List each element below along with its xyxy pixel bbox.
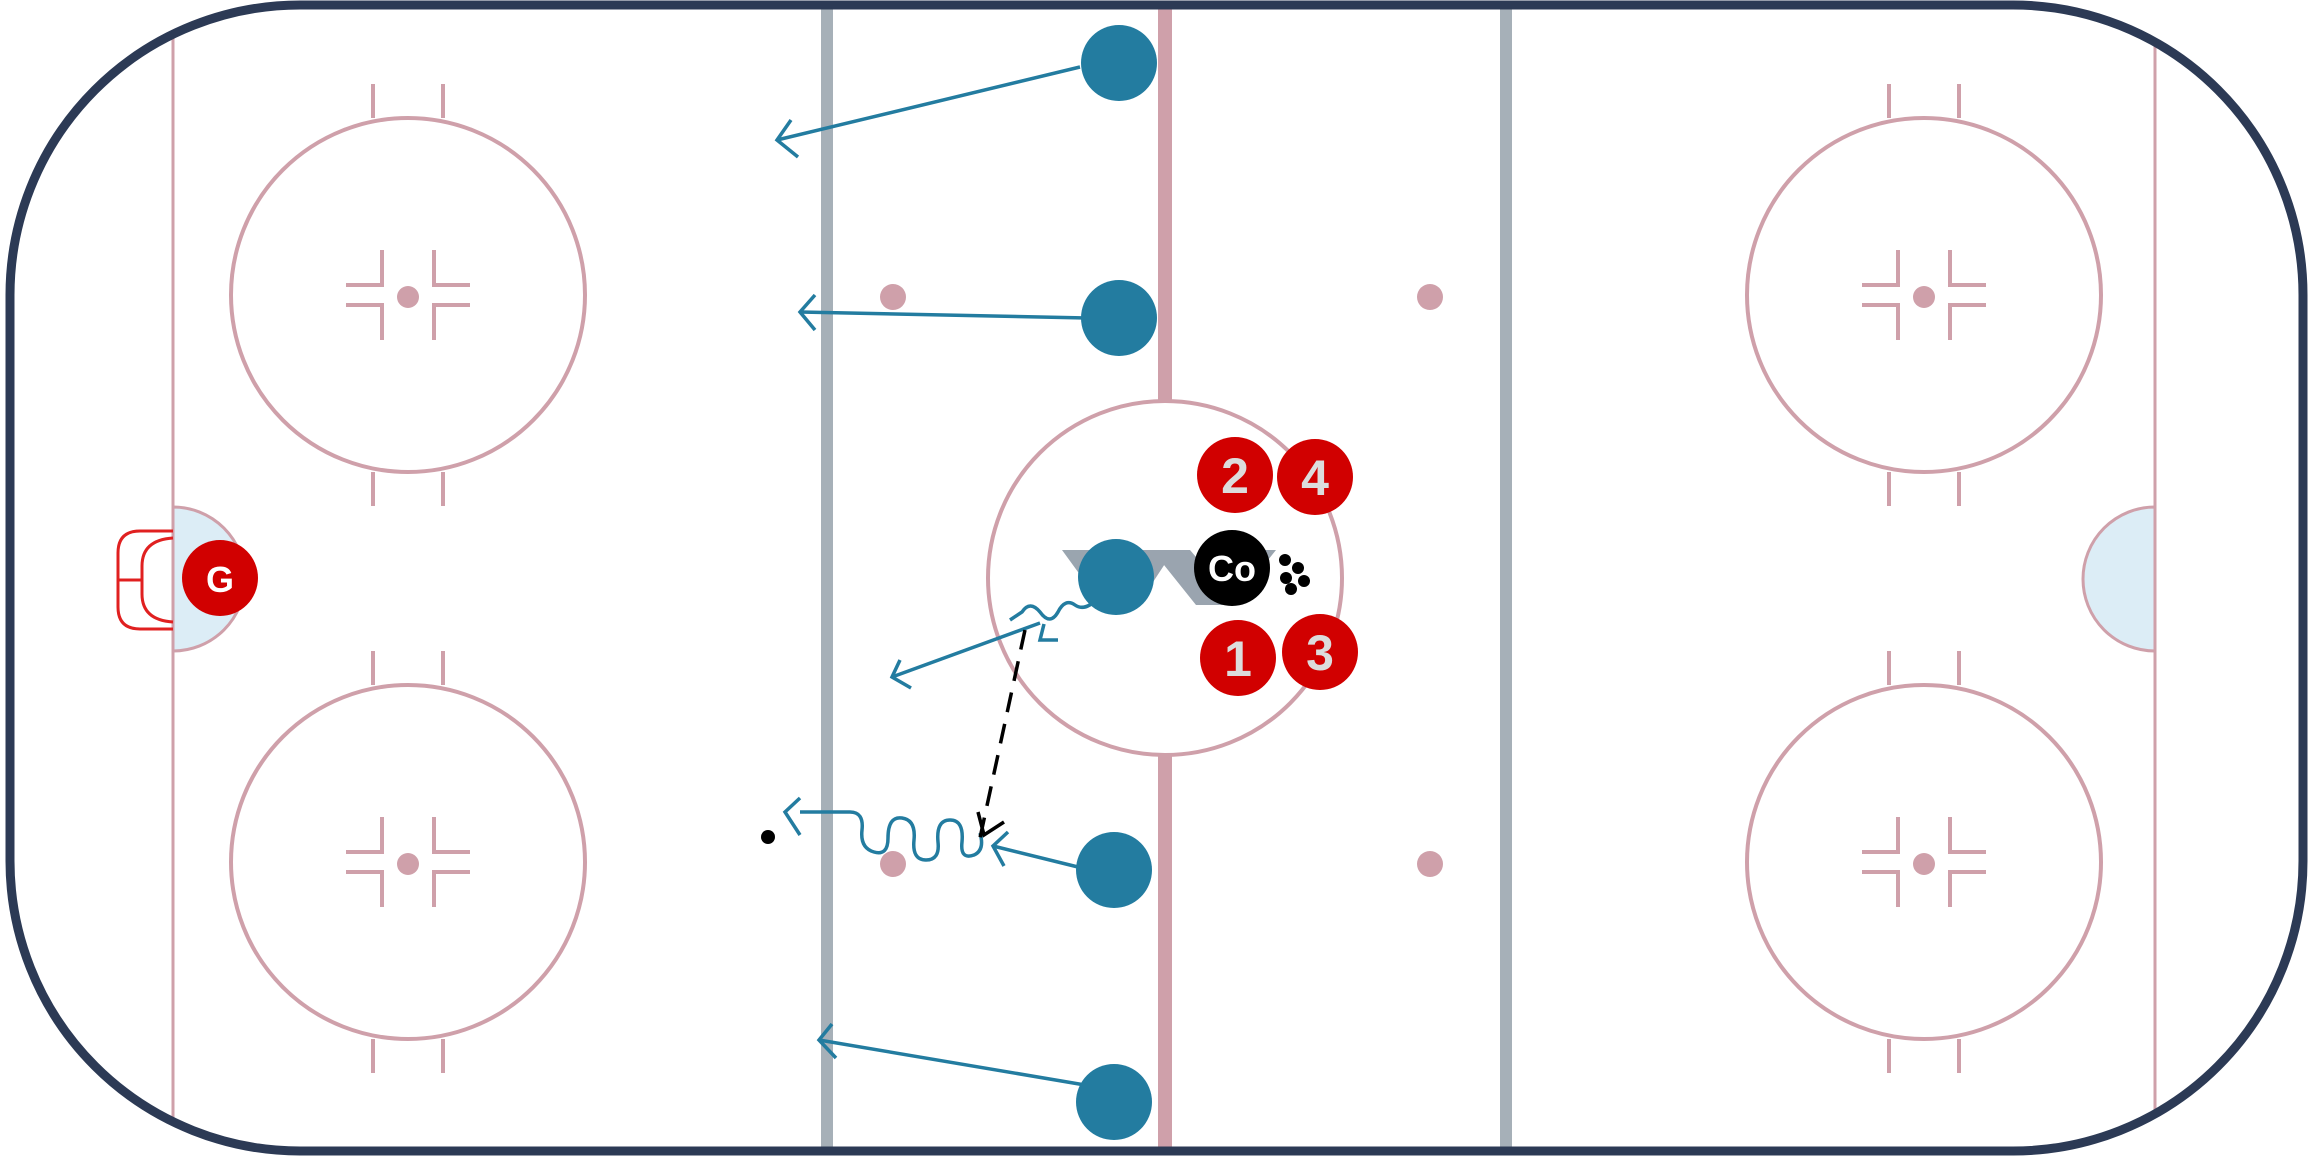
pass-path bbox=[976, 629, 1027, 839]
red-player-2-label: 2 bbox=[1221, 448, 1249, 504]
blue-players bbox=[1076, 25, 1157, 1140]
skating-paths bbox=[774, 65, 1088, 1087]
red-player-4-label: 4 bbox=[1301, 450, 1329, 506]
blue-player-3[interactable] bbox=[1078, 539, 1154, 615]
red-player-1-label: 1 bbox=[1224, 631, 1252, 687]
red-player-4[interactable]: 4 bbox=[1277, 439, 1353, 515]
coach[interactable]: Co bbox=[1194, 530, 1270, 606]
right-blue-line bbox=[1500, 5, 1512, 1151]
goal-net-icon bbox=[116, 529, 174, 631]
goalie[interactable]: G bbox=[182, 540, 258, 616]
faceoff-dots bbox=[397, 284, 1935, 877]
right-goal-crease bbox=[2081, 505, 2157, 653]
blue-player-5[interactable] bbox=[1076, 1064, 1152, 1140]
faceoff-circles bbox=[229, 116, 2103, 1041]
goalie-label: G bbox=[206, 559, 234, 600]
left-blue-line bbox=[821, 5, 833, 1151]
blue-player-2[interactable] bbox=[1081, 280, 1157, 356]
red-player-3-label: 3 bbox=[1306, 625, 1334, 681]
coach-label: Co bbox=[1208, 548, 1256, 589]
blue-player-1[interactable] bbox=[1081, 25, 1157, 101]
rink-boards bbox=[5, 0, 2308, 1156]
red-player-1[interactable]: 1 bbox=[1200, 620, 1276, 696]
red-player-3[interactable]: 3 bbox=[1282, 614, 1358, 690]
blue-player-4[interactable] bbox=[1076, 832, 1152, 908]
puck-icon bbox=[761, 830, 775, 844]
puck-carry-paths bbox=[782, 596, 1100, 862]
faceoff-markings bbox=[346, 250, 1986, 907]
red-player-2[interactable]: 2 bbox=[1197, 437, 1273, 513]
puck-pile-icon bbox=[1279, 554, 1310, 595]
hash-marks bbox=[371, 84, 1961, 1073]
